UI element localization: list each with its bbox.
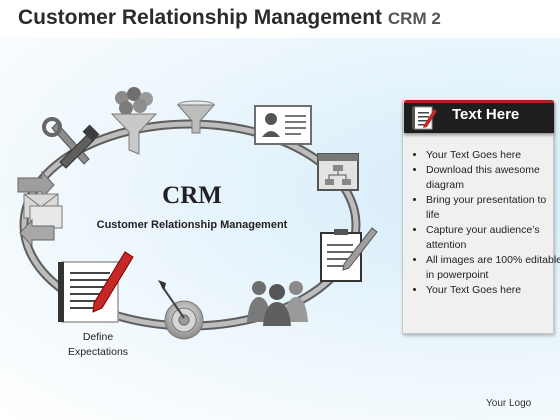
id-card-icon <box>254 105 312 145</box>
bullet-item: Your Text Goes here <box>426 148 560 163</box>
notepad-pen-icon <box>412 106 437 130</box>
people-group-icon <box>247 281 308 326</box>
title-main: Customer Relationship Management <box>18 6 383 29</box>
funnel-icon <box>176 100 216 134</box>
target-dart-icon <box>158 280 204 340</box>
arrows-envelope-icon <box>17 170 63 248</box>
step-label-line-1: Define <box>82 331 114 343</box>
crm-cycle-diagram <box>17 87 378 340</box>
tools-icon <box>42 117 100 169</box>
bullet-item: Download this awesome diagram <box>426 163 560 193</box>
title-sub: CRM 2 <box>387 9 441 28</box>
bullet-item: Capture your audience’s attention <box>426 223 560 253</box>
clipboard-icon <box>320 227 378 282</box>
step-label-line-2: Expectations <box>67 346 129 358</box>
title-bar: Customer Relationship Management CRM 2 <box>0 0 560 38</box>
center-title: CRM <box>162 182 222 209</box>
bullet-item: Bring your presentation to life <box>426 193 560 223</box>
slide-title: Customer Relationship Management CRM 2 <box>18 6 441 30</box>
bullet-item: Your Text Goes here <box>426 283 560 298</box>
document-pen-icon <box>58 251 134 323</box>
step-label: Define Expectations <box>52 330 144 360</box>
panel-title: Text Here <box>452 106 520 123</box>
flowchart-window-icon <box>317 153 359 191</box>
footer-logo-text: Your Logo <box>486 398 532 409</box>
text-panel <box>402 100 554 334</box>
center-subtitle: Customer Relationship Management <box>96 219 288 231</box>
bullet-list: Your Text Goes here Download this awesom… <box>412 148 560 298</box>
bullet-item: All images are 100% editable in powerpoi… <box>426 253 560 283</box>
funnel-leads-icon <box>110 87 158 155</box>
